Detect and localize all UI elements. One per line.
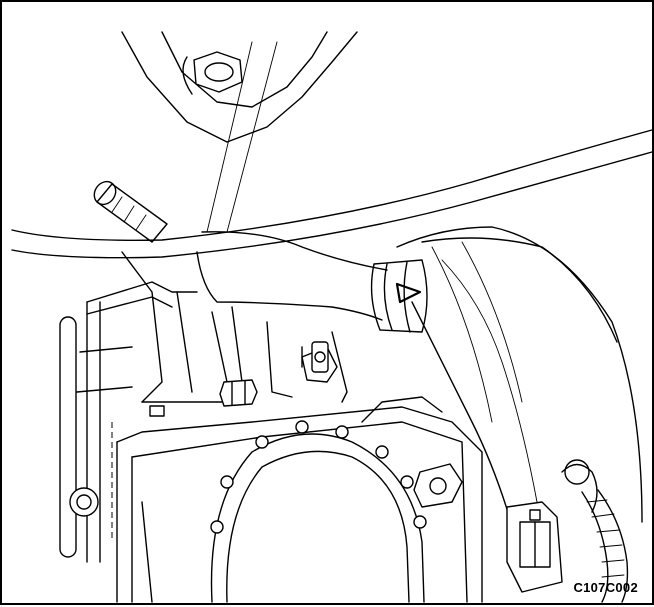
nut: [219, 379, 258, 407]
figure-code: C107C002: [573, 580, 638, 595]
crossing-hoses: [11, 129, 653, 259]
lower-housing: [116, 396, 483, 603]
stub-pipe: [93, 180, 168, 243]
sensor-bolt: [301, 331, 348, 403]
electrical-connector: [506, 501, 563, 593]
upper-bracket: [121, 31, 358, 233]
mounting-boss-left: [69, 487, 99, 517]
wiring-harness: [561, 459, 629, 603]
mounting-boss-right: [413, 463, 463, 508]
hose-clamp: [370, 259, 428, 333]
main-hose: [196, 231, 388, 321]
left-rods: [59, 281, 198, 563]
hex-bolt-icon: [182, 51, 243, 95]
middle-bracket: [76, 251, 293, 417]
round-cap: [210, 420, 427, 603]
